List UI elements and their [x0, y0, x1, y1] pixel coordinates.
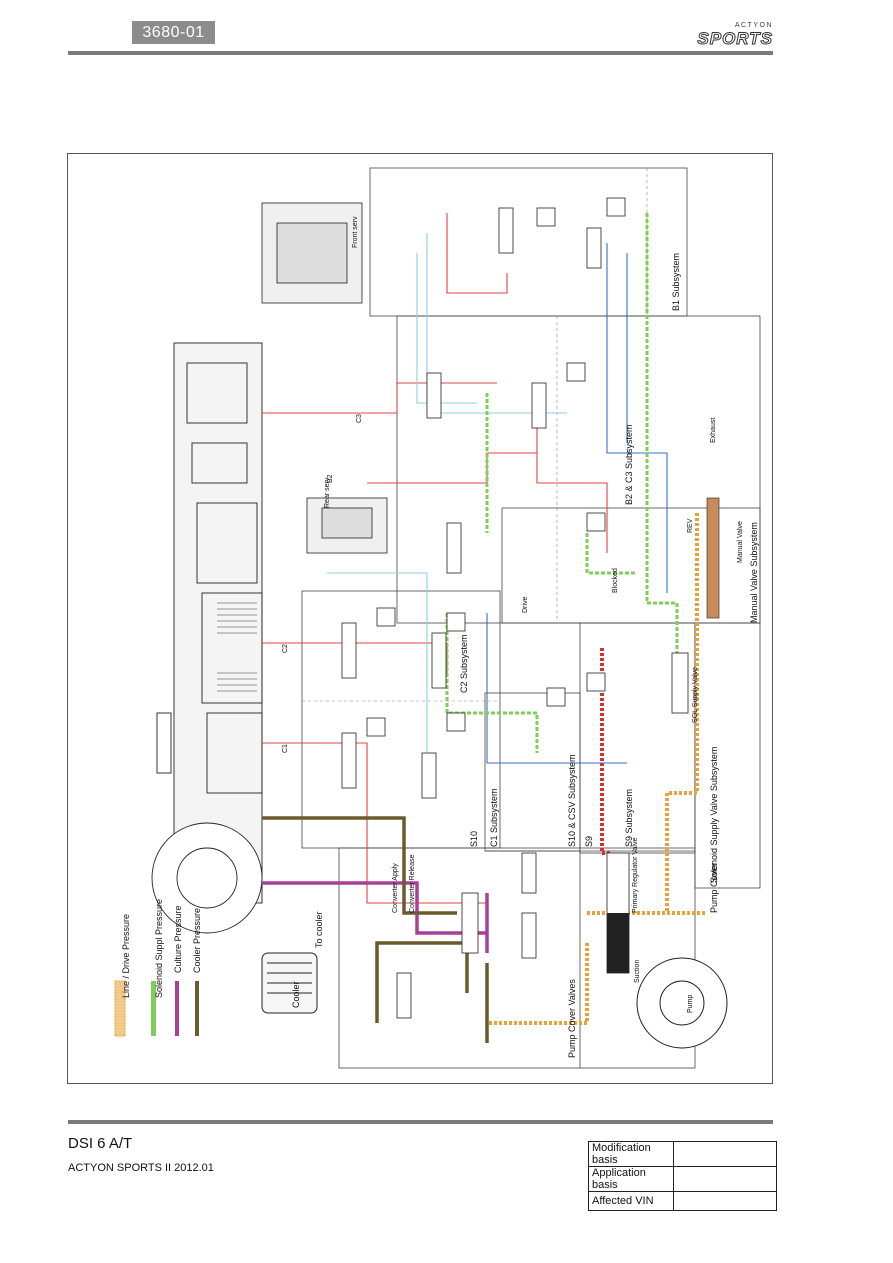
revision-info-table: Modification basis Application basis Aff…: [588, 1141, 777, 1211]
label-front-serv: Front serv: [352, 216, 359, 248]
row-key: Affected VIN: [588, 1191, 674, 1211]
label-to-cooler: To cooler: [314, 911, 324, 948]
table-row: Modification basis: [588, 1141, 777, 1167]
label-rear-serv: Rear serv: [324, 477, 331, 508]
footer-rule: [68, 1120, 773, 1124]
label-blocked: Blocked: [612, 568, 619, 593]
label-manual-valve: Manual Valve: [737, 521, 744, 563]
front-servo: [261, 202, 363, 304]
header-rule: [68, 51, 773, 55]
row-value: [673, 1166, 777, 1192]
label-primary-regulator: Primary Regulator Valve: [632, 838, 639, 913]
legend-solenoid-supply: Solenoid Suppl Pressure: [154, 899, 164, 998]
footer-title: DSI 6 A/T: [68, 1135, 133, 1152]
label-c1-subsystem: C1 Subsystem: [489, 788, 499, 847]
label-s10: S10: [469, 831, 479, 847]
subsystem-labels: B1 Subsystem B2 & C3 Subsystem Manual Va…: [459, 253, 759, 1058]
label-converter-apply: Converter Apply: [392, 863, 399, 913]
legend-cooler: Cooler Pressure: [192, 908, 202, 973]
page-code: 3680-01: [132, 21, 215, 44]
row-key: Modification basis: [588, 1141, 674, 1167]
row-key: Application basis: [588, 1166, 674, 1192]
label-pump-cover-valves: Pump Cover Valves: [567, 979, 577, 1058]
label-suction: Suction: [634, 960, 641, 983]
row-value: [673, 1191, 777, 1211]
label-s10-csv-subsystem: S10 & CSV Subsystem: [567, 754, 577, 847]
hydraulic-circuit-diagram: B1 Subsystem B2 & C3 Subsystem Manual Va…: [67, 153, 773, 1084]
label-c1: C1: [282, 744, 289, 753]
label-exhaust: Exhaust: [710, 418, 717, 443]
label-b2-c3-subsystem: B2 & C3 Subsystem: [624, 424, 634, 505]
rear-servo: [306, 497, 388, 554]
label-c2: C2: [282, 644, 289, 653]
actyon-sports-logo: ACTYON SPORTS: [668, 22, 773, 49]
label-cooler: Cooler: [291, 981, 301, 1008]
label-ssv-subsystem: Solenoid Supply Valve Subsystem: [709, 747, 719, 883]
label-c3: C3: [356, 414, 363, 423]
logo-main-text: SPORTS: [697, 29, 773, 49]
label-manual-valve-subsystem: Manual Valve Subsystem: [749, 522, 759, 623]
label-ssv: SOL Supply Valve: [692, 667, 699, 723]
footer-subtitle: ACTYON SPORTS II 2012.01: [68, 1162, 214, 1174]
solenoid-symbols: [366, 197, 626, 737]
label-s9: S9: [584, 836, 594, 847]
label-b2: B2: [327, 474, 334, 483]
diagram-legend: Line / Drive Pressure Solenoid Suppl Pre…: [114, 899, 202, 1037]
label-converter-release: Converter Release: [409, 855, 416, 913]
label-c2-subsystem: C2 Subsystem: [459, 634, 469, 693]
cooler: [261, 952, 318, 1014]
label-pump-cover: Pump Cover: [709, 863, 719, 913]
logo-small-text: ACTYON: [734, 22, 773, 29]
legend-culture: Culture Pressure: [173, 905, 183, 973]
label-drive: Drive: [522, 597, 529, 613]
legend-line-drive: Line / Drive Pressure: [121, 914, 131, 998]
table-row: Application basis: [588, 1166, 777, 1192]
row-value: [673, 1141, 777, 1167]
label-s9-subsystem: S9 Subsystem: [624, 789, 634, 847]
transmission-section: [151, 342, 263, 934]
clutch-packs: [217, 602, 257, 692]
label-rev: REV: [687, 518, 694, 533]
label-pump: Pump: [687, 995, 694, 1013]
label-b1-subsystem: B1 Subsystem: [671, 253, 681, 311]
table-row: Affected VIN: [588, 1191, 777, 1211]
pump: [636, 957, 728, 1049]
